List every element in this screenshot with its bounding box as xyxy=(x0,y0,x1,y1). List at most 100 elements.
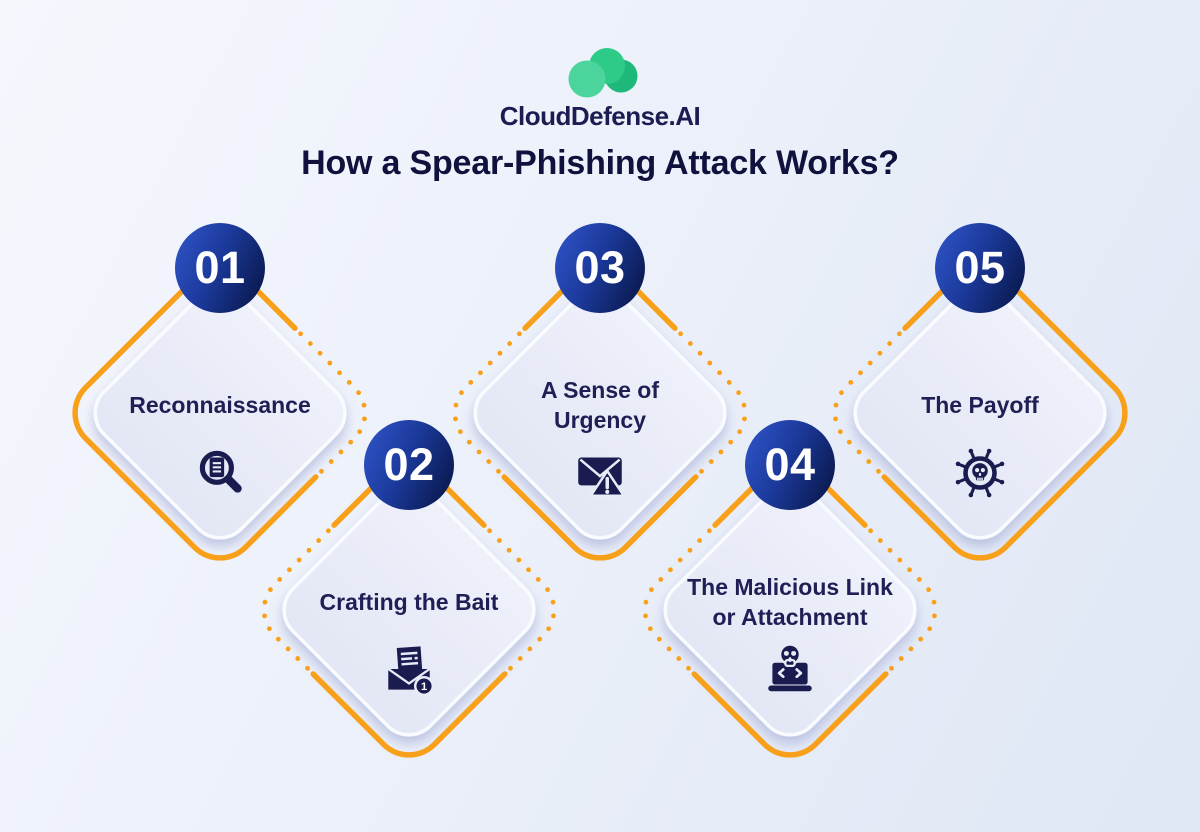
connector-dot xyxy=(457,429,463,435)
connector-dot xyxy=(459,390,464,396)
connector-dot xyxy=(338,449,344,455)
connector-dot xyxy=(833,416,838,422)
connector-dot xyxy=(357,429,363,435)
connector-dot xyxy=(478,370,483,376)
connector-dot xyxy=(887,341,893,346)
email-warning-icon xyxy=(578,457,626,498)
connector-dot xyxy=(466,439,472,445)
connector-dot xyxy=(277,577,283,582)
connector-dot xyxy=(486,459,492,464)
connector-dot xyxy=(361,402,367,408)
connector-dot xyxy=(677,557,683,563)
connector-dot xyxy=(285,646,291,652)
connector-dot xyxy=(908,646,914,652)
connector-dot xyxy=(356,390,361,396)
connector-dot xyxy=(848,380,854,385)
connector-dot xyxy=(887,547,893,553)
connector-dot xyxy=(833,402,839,408)
step-label-line: Reconnaissance xyxy=(129,392,311,418)
connector-dot xyxy=(476,449,482,455)
step-label-line: Crafting the Bait xyxy=(319,589,499,615)
connector-dot xyxy=(839,390,844,396)
document-search-icon xyxy=(199,450,242,493)
connector-dot xyxy=(687,547,693,553)
connector-dot xyxy=(907,567,912,573)
connector-dot xyxy=(507,341,513,346)
connector-dot xyxy=(527,646,533,652)
diamond-outline xyxy=(832,265,1128,561)
connector-dot xyxy=(537,636,543,642)
connector-dot xyxy=(687,341,693,346)
diamond-outline xyxy=(72,265,368,561)
connector-dot xyxy=(877,350,883,356)
connector-dot xyxy=(728,439,734,445)
inner-diamond xyxy=(93,286,347,540)
connector-dot xyxy=(737,429,743,435)
brand-name: CloudDefense.AI xyxy=(499,101,701,131)
connector-dot xyxy=(877,538,883,543)
connector-dot xyxy=(295,656,301,661)
step-label-line: Urgency xyxy=(553,407,647,433)
step-label-line: The Payoff xyxy=(921,392,1039,418)
step-number-badge: 02 xyxy=(364,420,454,510)
connector-dot xyxy=(718,449,724,455)
connector-dot xyxy=(916,577,922,582)
hacker-laptop-icon xyxy=(768,643,812,692)
step-label: A Sense of Urgency xyxy=(470,375,730,435)
connector-dot xyxy=(453,402,459,408)
connector-dot xyxy=(837,429,843,435)
connector-dot xyxy=(697,350,703,356)
connector-dot xyxy=(649,587,654,593)
connector-dot xyxy=(551,613,556,619)
connector-dot xyxy=(508,665,513,671)
connector-dot xyxy=(545,587,550,593)
connector-dot xyxy=(506,547,512,553)
connector-dot xyxy=(337,370,342,376)
diamond-shape xyxy=(261,462,557,758)
connector-dot xyxy=(497,350,503,356)
connector-dot xyxy=(317,350,323,356)
connector-dot xyxy=(496,538,502,543)
new-email-document-icon: 1 xyxy=(387,646,435,697)
connector-dot xyxy=(706,528,712,534)
connector-dot xyxy=(268,587,273,593)
inner-diamond xyxy=(663,483,917,737)
connector-dot xyxy=(328,459,334,464)
connector-dot xyxy=(535,577,541,582)
connector-dot xyxy=(898,656,904,661)
connector-dot xyxy=(726,380,732,385)
connector-dot xyxy=(517,656,523,661)
connector-dot xyxy=(896,331,902,337)
connector-dot xyxy=(931,599,937,605)
inner-diamond xyxy=(282,483,536,737)
diamond-outline xyxy=(261,462,557,758)
connector-dot xyxy=(643,599,649,605)
connector-dot xyxy=(918,636,924,642)
connector-dot xyxy=(266,626,272,632)
connector-dot xyxy=(327,360,333,366)
step-number-badge: 05 xyxy=(935,223,1025,313)
step-label-line: A Sense of xyxy=(540,377,659,403)
connector-dot xyxy=(316,538,322,543)
connector-dot xyxy=(647,626,653,632)
connector-dot xyxy=(707,360,713,366)
connector-dot xyxy=(699,468,704,474)
step-number-badge: 03 xyxy=(555,223,645,313)
connector-dot xyxy=(348,439,354,445)
connector-dot xyxy=(275,636,281,642)
connector-dot xyxy=(305,665,310,671)
inner-diamond xyxy=(473,286,727,540)
connector-dot xyxy=(742,416,747,422)
connector-dot xyxy=(867,360,873,366)
connector-dot xyxy=(307,341,313,346)
connector-dot xyxy=(668,567,673,573)
connector-dot xyxy=(889,665,894,671)
connector-dot xyxy=(926,587,931,593)
connector-dot xyxy=(319,468,324,474)
connector-dot xyxy=(666,646,672,652)
connector-dot xyxy=(932,613,937,619)
connector-dot xyxy=(306,547,312,553)
connector-dot xyxy=(858,370,863,376)
connector-dot xyxy=(262,613,267,619)
